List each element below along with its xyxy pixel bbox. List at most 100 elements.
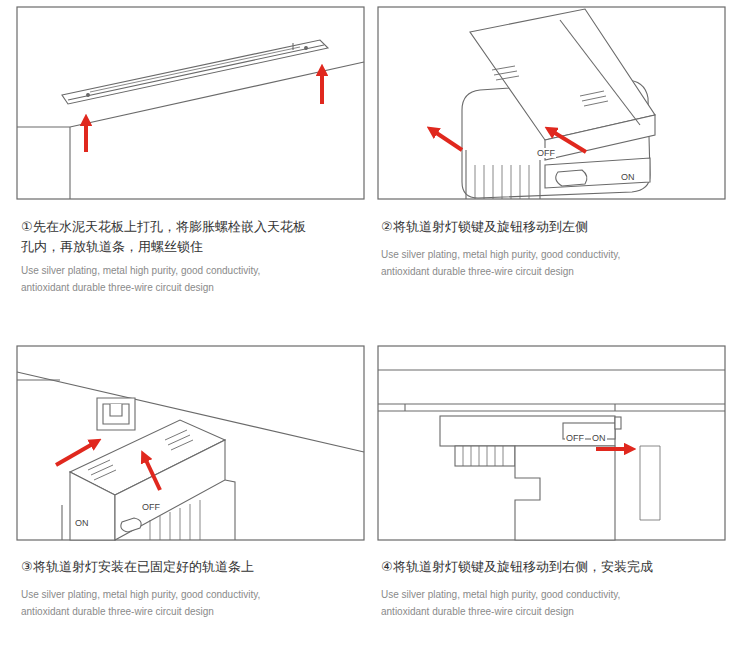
finished-figure-part-part: [479, 446, 480, 466]
switch-mark: ON: [620, 172, 636, 182]
ceiling-track-figure-part: [305, 47, 308, 50]
panel-frames-part: [378, 346, 725, 540]
mount-figure-part: [97, 398, 135, 430]
label-box: Use silver plating, metal high purity, g…: [21, 586, 291, 620]
mount-figure-part: [115, 440, 225, 540]
ceiling-track-figure-part: [62, 40, 328, 104]
finished-figure-part-part: [471, 446, 472, 466]
ceiling-track-figure-part: [87, 94, 90, 97]
mount-figure-part-part: [171, 440, 193, 450]
adapter-figure-part: [466, 150, 540, 199]
label-box: ④将轨道射灯锁键及旋钮移动到右侧，安装完成: [381, 557, 711, 577]
mount-figure-part: [121, 518, 141, 532]
ceiling-track-figure-part: [69, 127, 70, 199]
mount-figure-part-part: [150, 520, 151, 540]
mount-figure-part-part: [200, 500, 201, 540]
adapter-figure-part: [470, 9, 655, 140]
finished-figure-part: [463, 446, 503, 466]
label-box: OFF: [141, 495, 161, 514]
adapter-figure: [462, 9, 655, 199]
finished-figure-part: [615, 417, 621, 429]
label-box: ③将轨道射灯安装在已固定好的轨道条上: [21, 557, 351, 577]
red-arrows: [596, 447, 630, 451]
ceiling-track-figure-part: [17, 126, 70, 127]
mount-figure-part-part: [170, 512, 171, 540]
label-box: Use silver plating, metal high purity, g…: [381, 586, 651, 620]
step-description: Use silver plating, metal high purity, g…: [381, 246, 651, 280]
finished-figure: [378, 370, 725, 540]
step-caption: ①先在水泥天花板上打孔，将膨胀螺栓嵌入天花板 孔内，再放轨道条，用螺丝锁住: [21, 217, 321, 257]
finished-figure-part-part: [487, 446, 488, 466]
finished-figure-part-part: [503, 446, 504, 466]
mount-figure-part: [62, 480, 235, 540]
ceiling-track-figure: [17, 40, 364, 199]
panel-frames-part: [17, 346, 364, 540]
red-arrows-part: [596, 447, 630, 451]
adapter-figure-part-part: [492, 66, 515, 70]
label-box: Use silver plating, metal high purity, g…: [381, 246, 651, 280]
mount-figure: [17, 372, 364, 540]
label-box: OFF: [565, 426, 585, 445]
ceiling-track-figure-part: [292, 43, 293, 50]
finished-figure-part: [640, 446, 660, 520]
adapter-figure-part: [545, 115, 655, 160]
mount-figure-part: [103, 404, 129, 424]
adapter-figure-part-part: [484, 165, 485, 199]
red-arrows-part: [84, 120, 88, 152]
mount-figure-part: [17, 379, 60, 380]
adapter-figure-part-part: [584, 101, 608, 106]
red-arrows-part: [144, 456, 160, 490]
adapter-figure-part: [545, 158, 650, 188]
label-box: Use silver plating, metal high purity, g…: [21, 262, 291, 296]
finished-figure-part: [614, 404, 615, 411]
label-box: ON: [591, 426, 607, 445]
finished-figure-part: [440, 416, 615, 446]
finished-figure-part: [378, 410, 725, 411]
mount-figure-part: [88, 430, 193, 480]
finished-figure-part: [378, 403, 725, 404]
red-arrows-part: [56, 442, 96, 465]
adapter-figure-part: [560, 20, 640, 125]
switch-mark: ON: [74, 518, 90, 528]
adapter-figure-part-part: [496, 76, 519, 80]
step-description: Use silver plating, metal high purity, g…: [21, 262, 291, 296]
label-box: OFF: [536, 141, 556, 160]
switch-mark: OFF: [536, 148, 556, 158]
mount-figure-part-part: [190, 504, 191, 540]
ceiling-track-figure-part: [90, 47, 300, 92]
mount-figure-part-part: [91, 465, 113, 475]
label-box: ②将轨道射灯锁键及旋钮移动到左侧: [381, 217, 711, 237]
adapter-figure-part: [492, 66, 608, 106]
ceiling-track-figure-part: [68, 45, 324, 100]
switch-mark: OFF: [141, 502, 161, 512]
adapter-figure-part-part: [494, 71, 517, 75]
mount-figure-part-part: [180, 508, 181, 540]
finished-figure-part-part: [463, 446, 464, 466]
switch-mark: ON: [591, 433, 607, 443]
step-description: Use silver plating, metal high purity, g…: [381, 586, 651, 620]
red-arrows: [56, 442, 160, 490]
step-description: Use silver plating, metal high purity, g…: [21, 586, 291, 620]
step-caption: ④将轨道射灯锁键及旋钮移动到右侧，安装完成: [381, 557, 711, 577]
label-box: ON: [620, 165, 636, 184]
finished-figure-part-part: [495, 446, 496, 466]
finished-figure-part: [455, 446, 515, 466]
finished-figure-part: [515, 446, 615, 540]
label-box: ON: [74, 511, 90, 530]
panel-frames: [17, 7, 725, 540]
step-caption: ②将轨道射灯锁键及旋钮移动到左侧: [381, 217, 711, 237]
red-arrows-part: [432, 130, 462, 150]
mount-figure-part-part: [160, 516, 161, 540]
adapter-figure-part: [475, 165, 529, 199]
adapter-figure-part-part: [493, 165, 494, 199]
adapter-figure-part-part: [520, 165, 521, 199]
switch-mark: OFF: [565, 433, 585, 443]
adapter-figure-part-part: [580, 91, 604, 96]
mount-figure-part-part: [88, 460, 110, 470]
adapter-figure-part-part: [511, 165, 512, 199]
adapter-figure-part-part: [475, 165, 476, 199]
mount-figure-part: [110, 404, 122, 416]
red-arrows: [86, 70, 322, 152]
label-box: ①先在水泥天花板上打孔，将膨胀螺栓嵌入天花板 孔内，再放轨道条，用螺丝锁住: [21, 217, 321, 257]
